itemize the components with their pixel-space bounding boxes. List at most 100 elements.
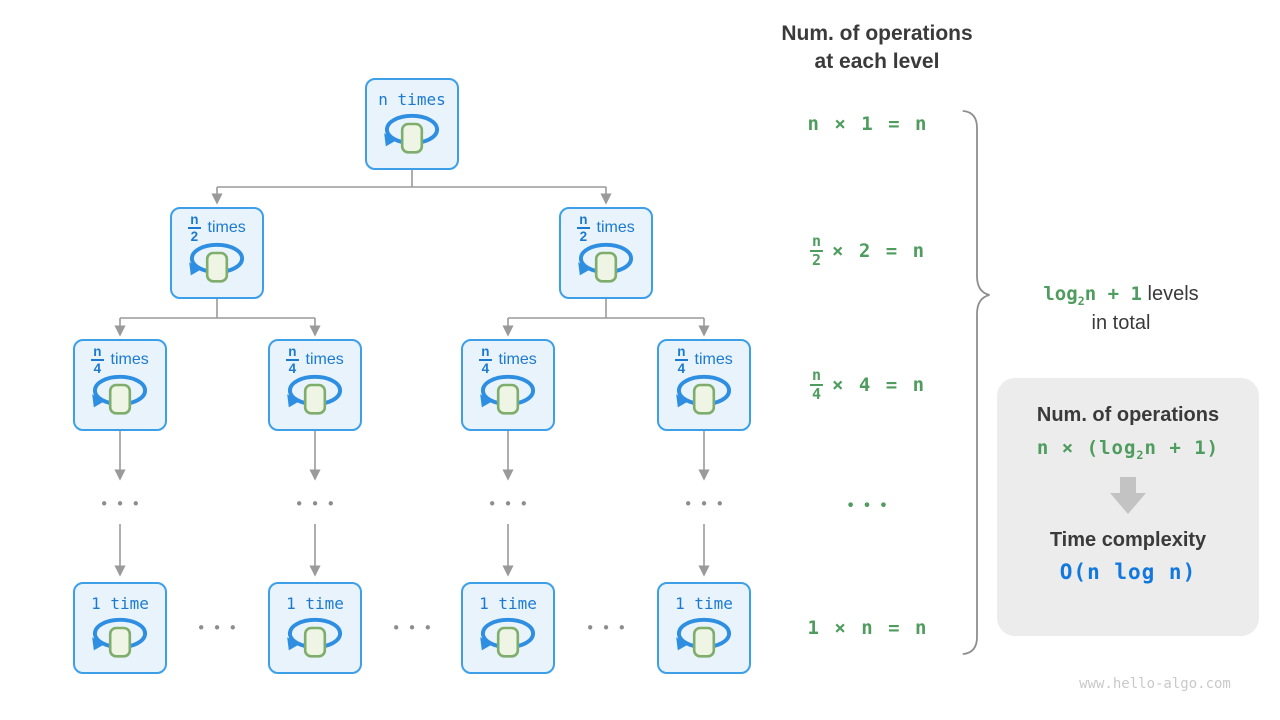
levels-total-label: log2n + 1 levels in total xyxy=(1043,281,1198,337)
operations-header: Num. of operations at each level xyxy=(781,20,972,77)
tree-node-l3-3: n 4 times xyxy=(461,339,555,431)
equation-level-1: n × 1 = n xyxy=(808,113,929,135)
loop-icon xyxy=(671,616,737,664)
levels-brace xyxy=(962,110,990,655)
node-label-text: 1 time xyxy=(286,593,344,613)
node-label: n 2 times xyxy=(577,212,635,243)
node-label-text: times xyxy=(694,351,733,368)
summary-box: Num. of operations n × (log2n + 1) Time … xyxy=(997,378,1259,636)
loop-icon xyxy=(475,616,541,664)
tree-node-l2-right: n 2 times xyxy=(559,207,653,299)
node-label-text: times xyxy=(110,351,149,368)
fraction-numerator: n xyxy=(479,344,492,361)
equation-text: × 2 = n xyxy=(831,240,927,262)
fraction-denominator: 4 xyxy=(677,361,686,376)
loop-icon xyxy=(379,112,445,160)
tree-node-l2-left: n 2 times xyxy=(170,207,264,299)
ellipsis-bottom-2: ••• xyxy=(391,619,440,637)
node-label-text: 1 time xyxy=(675,593,733,613)
node-label-text: n times xyxy=(378,89,446,109)
fraction: n 4 xyxy=(91,344,104,376)
loop-icon xyxy=(87,373,153,421)
equation-level-2: n 2 × 2 = n xyxy=(809,232,927,269)
fraction-denominator: 2 xyxy=(579,229,588,244)
equation-text: 1 × n = n xyxy=(807,617,929,639)
fraction-numerator: n xyxy=(577,212,590,229)
fraction: n 4 xyxy=(675,344,688,376)
fraction-numerator: n xyxy=(188,212,201,229)
tree-node-root: n times xyxy=(365,78,459,170)
fraction-numerator: n xyxy=(675,344,688,361)
fraction-denominator: 4 xyxy=(811,385,821,403)
down-arrow-icon xyxy=(1110,476,1146,514)
fraction: n 4 xyxy=(809,366,823,403)
ellipsis-column-3: ••• xyxy=(487,495,536,513)
ellipsis-equations: ••• xyxy=(845,495,896,515)
node-label-text: times xyxy=(207,219,246,236)
header-line-1: Num. of operations xyxy=(781,22,973,45)
loop-icon xyxy=(573,241,639,289)
node-label: n 4 times xyxy=(675,344,733,375)
loop-icon xyxy=(475,373,541,421)
loop-icon xyxy=(282,373,348,421)
fraction-numerator: n xyxy=(809,366,823,386)
tree-node-l3-1: n 4 times xyxy=(73,339,167,431)
fraction: n 2 xyxy=(577,212,590,244)
tree-node-leaf-2: 1 time xyxy=(268,582,362,674)
ellipsis-column-4: ••• xyxy=(683,495,732,513)
loop-icon xyxy=(87,616,153,664)
tree-node-leaf-1: 1 time xyxy=(73,582,167,674)
node-label-text: 1 time xyxy=(91,593,149,613)
equation-text: × 4 = n xyxy=(831,374,927,396)
loop-icon xyxy=(184,241,250,289)
equation-level-3: n 4 × 4 = n xyxy=(809,366,927,403)
levels-formula: log2n + 1 xyxy=(1043,283,1142,308)
node-label: n 2 times xyxy=(188,212,246,243)
node-label-text: times xyxy=(498,351,537,368)
fraction-denominator: 2 xyxy=(190,229,199,244)
node-label-text: 1 time xyxy=(479,593,537,613)
node-label: n 4 times xyxy=(286,344,344,375)
fraction: n 2 xyxy=(809,232,823,269)
levels-word: levels xyxy=(1147,283,1199,305)
ellipsis-column-2: ••• xyxy=(294,495,343,513)
fraction: n 2 xyxy=(188,212,201,244)
tree-node-leaf-4: 1 time xyxy=(657,582,751,674)
loop-icon xyxy=(671,373,737,421)
node-label-text: times xyxy=(596,219,635,236)
fraction-numerator: n xyxy=(91,344,104,361)
header-line-2: at each level xyxy=(814,50,940,74)
fraction-denominator: 4 xyxy=(93,361,102,376)
tree-node-l3-2: n 4 times xyxy=(268,339,362,431)
levels-total-line-1: log2n + 1 levels xyxy=(1043,281,1198,310)
tree-node-leaf-3: 1 time xyxy=(461,582,555,674)
node-label: n 4 times xyxy=(91,344,149,375)
fraction: n 4 xyxy=(286,344,299,376)
node-label: n 4 times xyxy=(479,344,537,375)
fraction-denominator: 4 xyxy=(288,361,297,376)
fraction-numerator: n xyxy=(809,232,823,252)
fraction-denominator: 4 xyxy=(481,361,490,376)
levels-total-line-2: in total xyxy=(1091,311,1151,334)
equation-level-last: 1 × n = n xyxy=(808,617,929,639)
node-label: 1 time xyxy=(479,591,537,615)
time-complexity-value: O(n log n) xyxy=(1059,559,1197,584)
fraction: n 4 xyxy=(479,344,492,376)
watermark: www.hello-algo.com xyxy=(1079,676,1231,692)
summary-subtitle: Time complexity xyxy=(1049,528,1207,551)
node-label: n times xyxy=(378,87,445,111)
node-label-text: times xyxy=(305,351,344,368)
node-label: 1 time xyxy=(286,591,344,615)
fraction-denominator: 2 xyxy=(811,251,821,269)
node-label: 1 time xyxy=(91,591,149,615)
summary-formula: n × (log2n + 1) xyxy=(1036,437,1220,462)
ellipsis-bottom-3: ••• xyxy=(585,619,634,637)
equation-text: n × 1 = n xyxy=(807,113,929,135)
tree-node-l3-4: n 4 times xyxy=(657,339,751,431)
ellipsis-column-1: ••• xyxy=(99,495,148,513)
node-label: 1 time xyxy=(675,591,733,615)
loop-icon xyxy=(282,616,348,664)
ellipsis-bottom-1: ••• xyxy=(196,619,245,637)
summary-title: Num. of operations xyxy=(1036,404,1220,426)
